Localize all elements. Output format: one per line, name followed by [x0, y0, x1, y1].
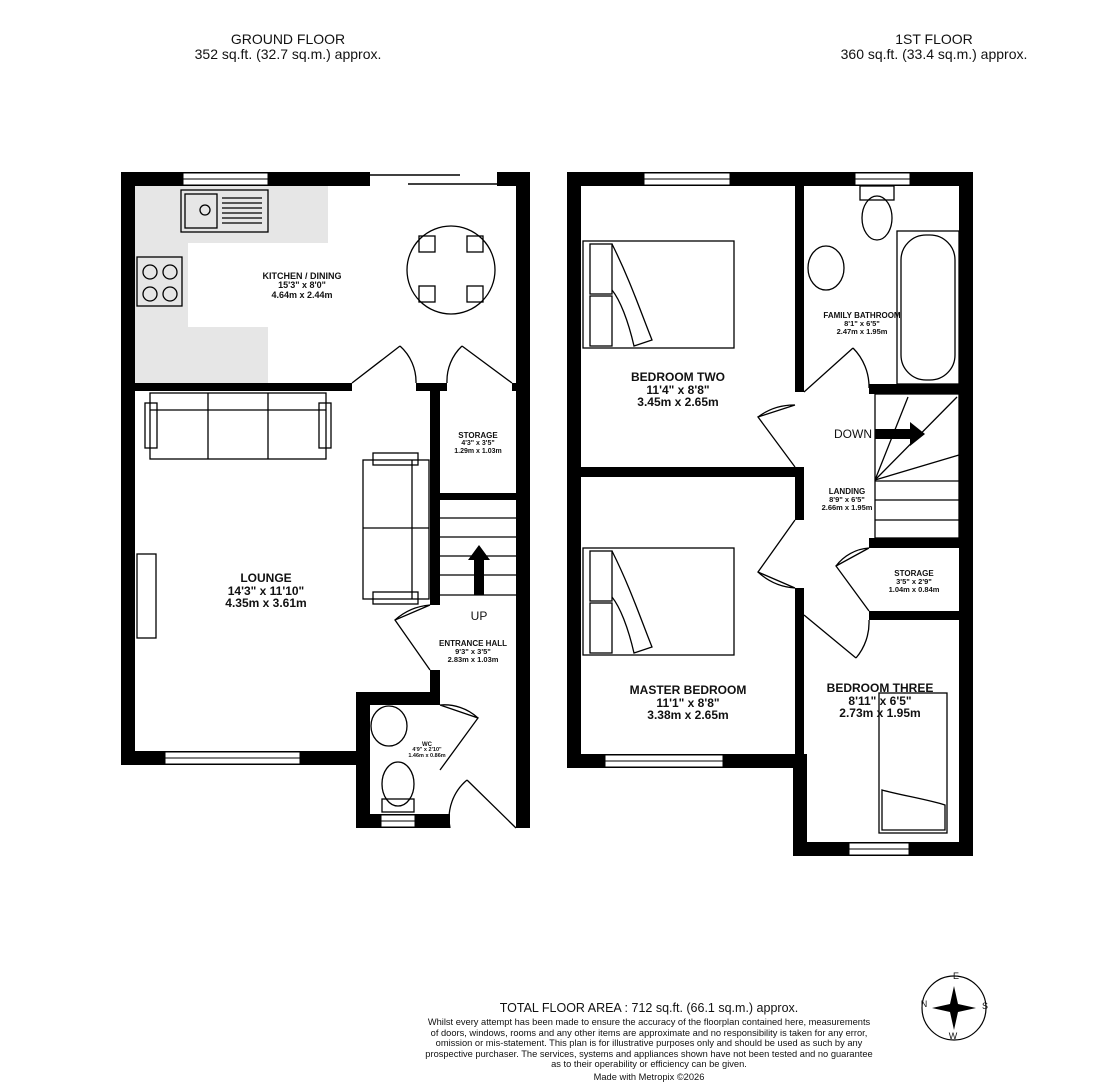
room-metric: 4.35m x 3.61m: [225, 596, 307, 611]
room-metric: 1.46m x 0.86m: [408, 753, 446, 760]
up-arrow-icon: [468, 545, 490, 595]
down-arrow-icon: [875, 422, 925, 446]
first-floor-header: 1ST FLOOR 360 sq.ft. (33.4 sq.m.) approx…: [841, 32, 1028, 62]
disclaimer: Whilst every attempt has been made to en…: [425, 1017, 873, 1070]
stairs-up-label: UP: [470, 609, 488, 623]
ground-floor-title: GROUND FLOOR: [230, 31, 346, 47]
stairs-down-label: DOWN: [834, 427, 872, 441]
room-imperial: 8'1" x 6'5": [844, 319, 880, 329]
room-ground-storage: STORAGE 4'3" x 3'5" 1.29m x 1.03m: [454, 431, 502, 455]
room-name: FAMILY BATHROOM: [823, 311, 901, 320]
first-walls: [567, 172, 973, 856]
room-master-bedroom: MASTER BEDROOM 11'1" x 8'8" 3.38m x 2.65…: [630, 684, 747, 722]
sofa-icon: [149, 392, 327, 460]
room-bedroom-two: BEDROOM TWO 11'4" x 8'8" 3.45m x 2.65m: [631, 371, 725, 409]
room-name: STORAGE: [458, 431, 498, 440]
room-name: ENTRANCE HALL: [439, 639, 507, 648]
fireplace-icon: [136, 553, 157, 639]
room-imperial: 8'9" x 6'5": [829, 495, 865, 505]
room-bedroom-three: BEDROOM THREE 8'11" x 6'5" 2.73m x 1.95m: [827, 682, 934, 720]
first-floor-area: 360 sq.ft. (33.4 sq.m.) approx.: [840, 46, 1028, 62]
kitchen-counter: [135, 186, 328, 383]
room-metric: 2.73m x 1.95m: [839, 706, 921, 721]
bed-icon-2: [582, 547, 735, 656]
compass-e: E: [952, 971, 960, 981]
first-floor-plan: [567, 172, 973, 856]
compass-icon: [921, 975, 987, 1041]
room-name: MASTER BEDROOM: [629, 683, 747, 697]
ground-windows: [164, 172, 497, 828]
bath-icon: [896, 230, 960, 385]
room-imperial: 4'9" x 2'10": [412, 747, 442, 754]
basin-icon-2: [807, 245, 845, 291]
room-metric: 2.83m x 1.03m: [447, 655, 499, 665]
ground-floor-plan: [121, 172, 530, 829]
basin-icon: [370, 705, 408, 747]
room-name: BEDROOM TWO: [631, 370, 725, 384]
room-name: LOUNGE: [240, 571, 292, 585]
room-imperial: 15'3" x 8'0": [278, 280, 326, 291]
ground-floor-header: GROUND FLOOR 352 sq.ft. (32.7 sq.m.) app…: [195, 32, 382, 62]
room-imperial: 11'1" x 8'8": [656, 695, 720, 710]
compass-w: W: [948, 1031, 958, 1041]
room-name: WC: [422, 742, 432, 748]
kitchen-sink-icon: [180, 189, 269, 233]
room-name: BEDROOM THREE: [826, 681, 934, 695]
first-windows: [604, 172, 911, 856]
room-metric: 1.29m x 1.03m: [454, 447, 502, 455]
compass-n: N: [920, 999, 928, 1009]
room-metric: 2.47m x 1.95m: [836, 327, 888, 337]
stairs-icon-2: [874, 393, 960, 539]
door-icon: [351, 345, 417, 384]
room-imperial: 11'4" x 8'8": [646, 382, 710, 397]
room-imperial: 9'3" x 3'5": [455, 647, 491, 657]
toilet-icon-2: [861, 195, 893, 241]
bed-icon-3: [878, 692, 948, 834]
room-metric: 3.45m x 2.65m: [637, 395, 719, 410]
room-entrance-hall: ENTRANCE HALL 9'3" x 3'5" 2.83m x 1.03m: [439, 639, 507, 665]
bed-icon: [582, 240, 735, 349]
room-imperial: 4'3" x 3'5": [461, 440, 495, 448]
credit: Made with Metropix ©2026: [593, 1071, 705, 1082]
room-imperial: 8'11" x 6'5": [848, 693, 912, 708]
room-name: LANDING: [828, 487, 866, 496]
room-family-bathroom: FAMILY BATHROOM 8'1" x 6'5" 2.47m x 1.95…: [823, 311, 901, 337]
total-floor-area: TOTAL FLOOR AREA : 712 sq.ft. (66.1 sq.m…: [499, 1001, 799, 1015]
room-landing: LANDING 8'9" x 6'5" 2.66m x 1.95m: [821, 487, 873, 513]
footer: TOTAL FLOOR AREA : 712 sq.ft. (66.1 sq.m…: [424, 1001, 874, 1083]
ground-floor-area: 352 sq.ft. (32.7 sq.m.) approx.: [194, 46, 382, 62]
room-metric: 2.66m x 1.95m: [821, 503, 873, 513]
room-imperial: 3'5" x 2'9": [896, 577, 932, 587]
room-name: KITCHEN / DINING: [262, 271, 342, 281]
ground-fixtures: [136, 189, 517, 829]
first-floor-title: 1ST FLOOR: [895, 31, 973, 47]
room-imperial: 14'3" x 11'10": [227, 583, 305, 598]
compass-s: S: [981, 1001, 989, 1011]
room-name: STORAGE: [894, 569, 934, 578]
room-metric: 4.64m x 2.44m: [271, 289, 333, 300]
room-metric: 3.38m x 2.65m: [647, 708, 729, 723]
room-first-storage: STORAGE 3'5" x 2'9" 1.04m x 0.84m: [888, 569, 940, 595]
toilet-icon: [381, 761, 415, 807]
first-fixtures: [582, 185, 960, 834]
room-lounge: LOUNGE 14'3" x 11'10" 4.35m x 3.61m: [225, 572, 306, 610]
room-wc: WC 4'9" x 2'10" 1.46m x 0.86m: [408, 742, 445, 760]
room-kitchen-dining: KITCHEN / DINING 15'3" x 8'0" 4.64m x 2.…: [262, 271, 342, 300]
sofa-icon-2: [362, 459, 430, 600]
dining-table-icon: [406, 225, 496, 315]
room-metric: 1.04m x 0.84m: [888, 585, 940, 595]
hob-icon: [136, 256, 183, 307]
